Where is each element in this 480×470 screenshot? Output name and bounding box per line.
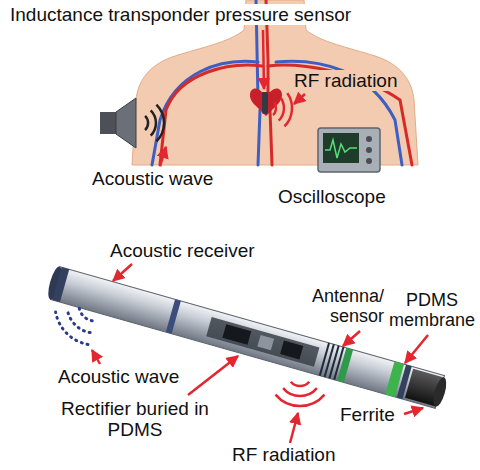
ferrite-end <box>431 376 449 408</box>
leader-line <box>92 350 100 364</box>
knob <box>366 158 372 164</box>
leader-line <box>290 413 298 443</box>
vein <box>276 61 402 165</box>
implant <box>262 92 268 114</box>
acoustic-waves <box>56 308 93 345</box>
artery <box>160 65 262 165</box>
leader-line <box>113 264 132 281</box>
leader-line <box>263 30 264 89</box>
acoustic-wave <box>67 310 90 333</box>
tube <box>50 267 444 409</box>
leader-line <box>405 335 428 363</box>
chip <box>257 335 274 350</box>
rf-wave <box>276 395 325 406</box>
sound-wave <box>156 105 164 142</box>
leader-line <box>404 408 423 414</box>
waveform <box>325 140 357 158</box>
speaker-cone <box>116 98 136 148</box>
part-label: PDMS membrane <box>388 290 476 330</box>
oscilloscope <box>318 128 380 172</box>
rf-wave <box>279 98 284 121</box>
pointer-label: RF radiation <box>292 70 400 91</box>
vein <box>258 110 260 165</box>
chip <box>222 324 251 345</box>
vein <box>152 61 258 165</box>
speaker <box>100 98 136 148</box>
part-label: Ferrite <box>340 404 395 425</box>
leader-line <box>343 331 360 346</box>
rf-wave <box>273 102 276 115</box>
knob <box>366 136 372 142</box>
heart <box>250 89 282 116</box>
end-ring <box>52 267 69 302</box>
ring <box>166 299 181 333</box>
pointer-label: Oscilloscope <box>278 186 386 207</box>
part-label: Antenna/ sensor <box>306 286 384 326</box>
acoustic-wave <box>56 312 88 344</box>
rf-wave <box>291 382 309 386</box>
chip <box>280 341 303 360</box>
sound-wave <box>151 110 156 135</box>
sound-wave <box>145 116 148 130</box>
speaker-body <box>100 112 116 134</box>
knob <box>366 147 372 153</box>
rf-wave <box>283 388 317 396</box>
leader-line <box>294 94 305 104</box>
sound-waves <box>145 105 164 142</box>
circuit-board <box>206 317 319 367</box>
part-label: Rectifier buried in PDMS <box>60 398 210 441</box>
antenna-ring <box>337 348 353 383</box>
pointer-label: Acoustic wave <box>92 168 213 189</box>
rf-wave <box>284 93 292 126</box>
acoustic-wave <box>79 308 92 321</box>
artery <box>270 110 272 165</box>
part-label: RF radiation <box>232 444 336 465</box>
rf-waves <box>273 93 292 126</box>
pointer-label: Inductance transponder pressure sensor <box>8 4 353 25</box>
part-label: Acoustic receiver <box>110 240 255 261</box>
leader-line <box>188 356 238 395</box>
scope-body <box>318 128 380 172</box>
rf-waves <box>276 382 325 406</box>
device <box>46 265 450 409</box>
leader-line <box>160 147 166 166</box>
scope-screen <box>323 133 359 163</box>
artery <box>268 65 412 165</box>
part-label: Acoustic wave <box>58 366 179 387</box>
